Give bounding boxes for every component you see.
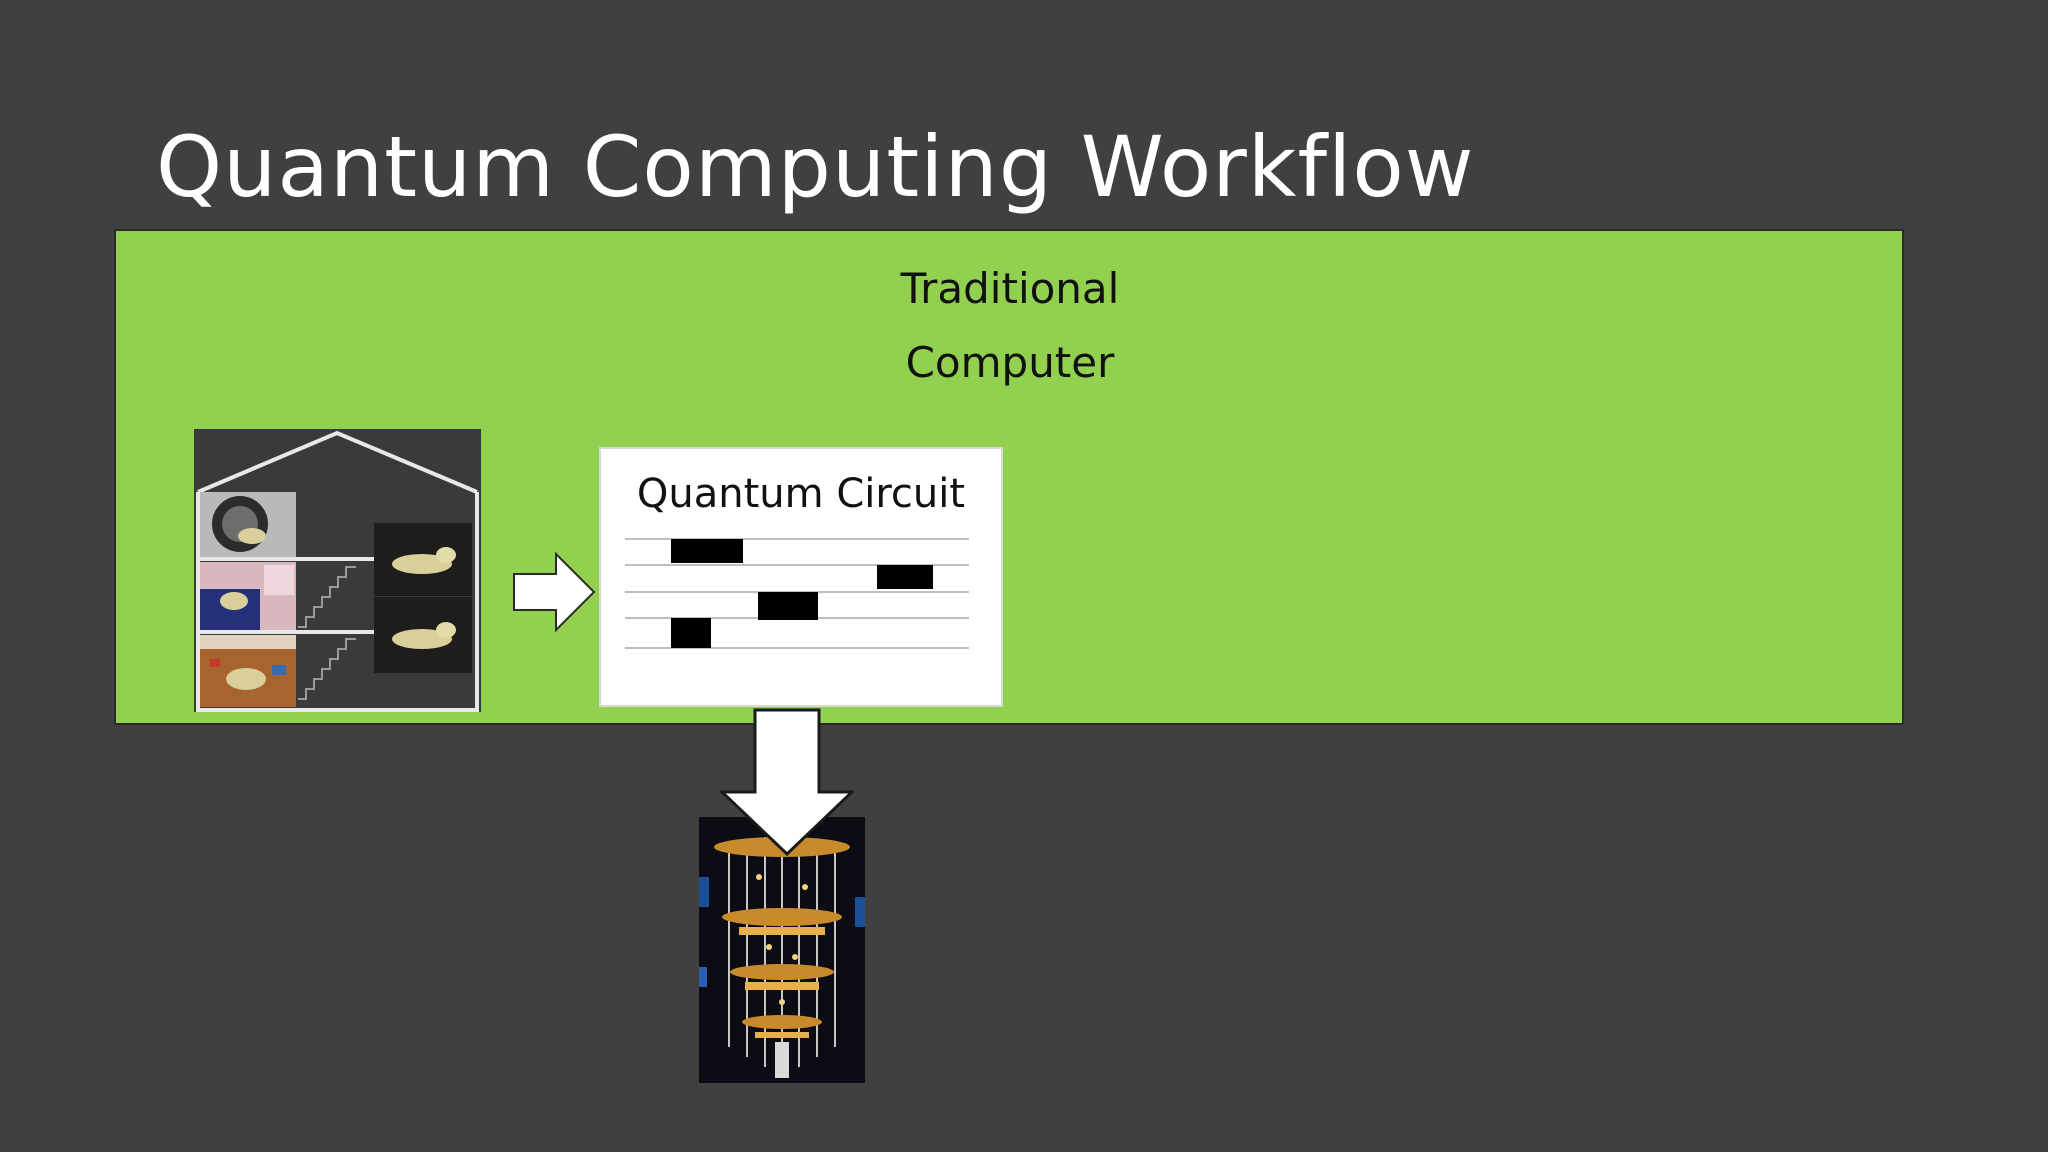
right-arrow-icon	[513, 552, 596, 632]
toy-dark-photo-2	[374, 597, 472, 673]
slide-title: Quantum Computing Workflow	[156, 118, 1475, 216]
washing-machine-photo	[200, 492, 296, 557]
house-cutaway-illustration	[194, 429, 481, 712]
gate-1	[671, 539, 743, 563]
gate-2	[877, 565, 933, 589]
playroom-photo	[200, 635, 296, 707]
quantum-circuit-card: Quantum Circuit	[599, 447, 1003, 707]
circuit-title: Quantum Circuit	[636, 471, 966, 517]
traditional-computer-label: Traditional Computer	[900, 264, 1120, 387]
down-arrow-icon	[720, 708, 854, 856]
gate-4	[671, 618, 711, 648]
bedroom-photo	[200, 562, 296, 630]
quantum-computer-chandelier-photo	[699, 817, 865, 1083]
toy-dark-photo-1	[374, 523, 472, 596]
gate-3	[758, 592, 818, 620]
circuit-diagram	[625, 538, 969, 649]
